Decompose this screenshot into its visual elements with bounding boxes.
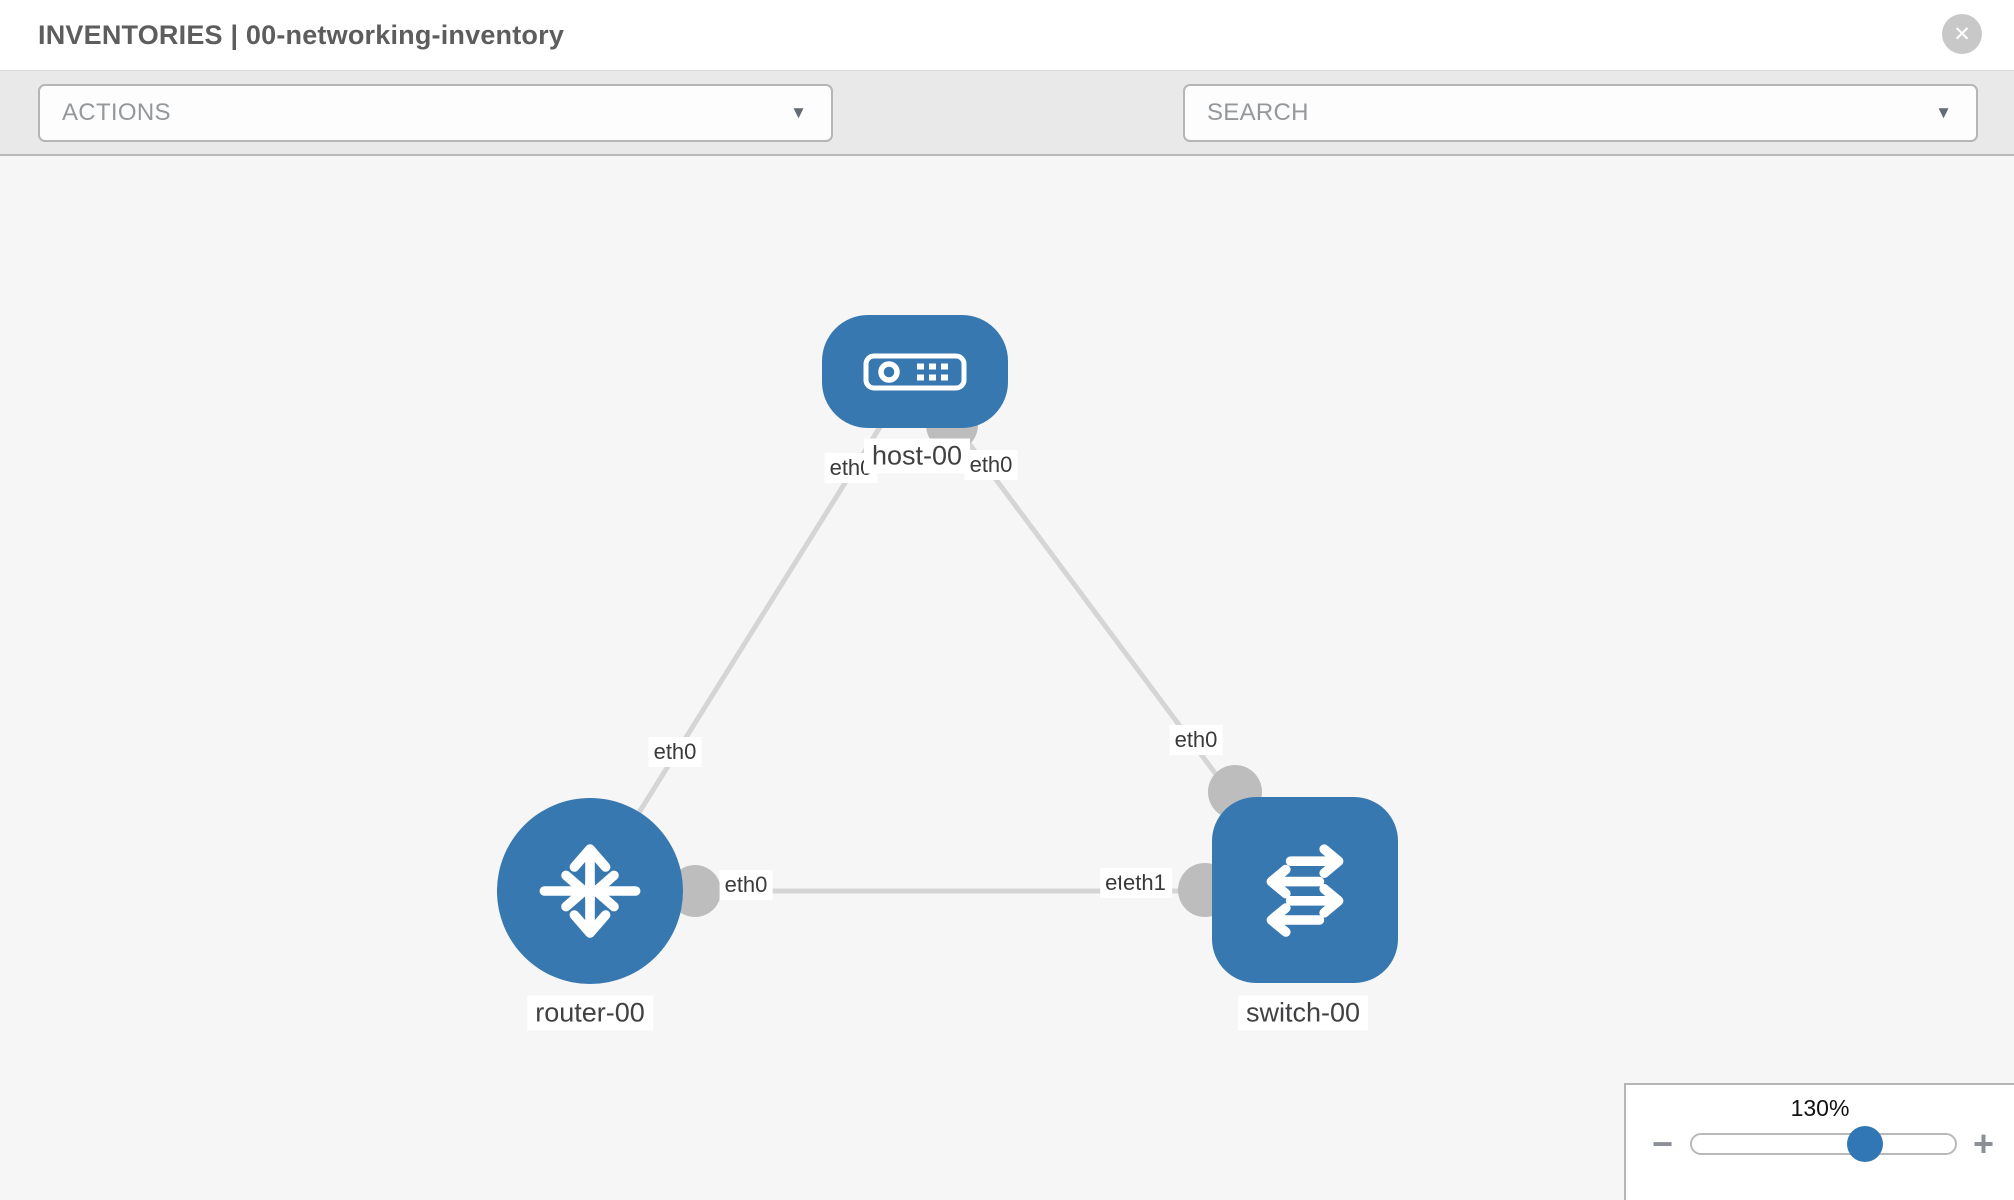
chevron-down-icon: ▼ [790, 103, 807, 122]
zoom-panel: 130% − + [1624, 1083, 2014, 1200]
search-dropdown-label: SEARCH [1207, 99, 1309, 126]
search-dropdown[interactable]: SEARCH ▼ [1183, 84, 1978, 142]
chevron-down-icon: ▼ [1935, 103, 1952, 122]
interface-label-host-switch-host-side: eth0 [964, 450, 1018, 480]
node-router-00[interactable] [497, 798, 683, 984]
topology-canvas[interactable]: eth0 eth0 eth0 eth0 eth0 eth0 eth1 host-… [0, 156, 2014, 1200]
interface-label-router-switch-router-side: eth0 [719, 870, 773, 900]
page-title: INVENTORIES | 00-networking-inventory [38, 19, 565, 50]
node-host-00[interactable] [822, 315, 1008, 428]
node-label-switch-00: switch-00 [1237, 995, 1369, 1031]
actions-dropdown[interactable]: ACTIONS ▼ [38, 84, 833, 142]
node-switch-00[interactable] [1212, 797, 1398, 983]
page-header: INVENTORIES | 00-networking-inventory ✕ [0, 0, 2014, 70]
interface-label-top: eth1 [1121, 868, 1172, 898]
node-label-host-00: host-00 [863, 438, 971, 474]
interface-label-host-router-router-side: eth0 [648, 737, 702, 767]
toolbar: ACTIONS ▼ SEARCH ▼ [0, 70, 2014, 204]
zoom-level-text: 130% [1790, 1095, 1850, 1121]
interface-label-host-switch-switch-side: eth0 [1169, 725, 1223, 755]
router-icon [539, 844, 641, 938]
zoom-in-button[interactable]: + [1973, 1123, 1995, 1164]
zoom-slider[interactable] [1690, 1126, 1957, 1162]
actions-dropdown-label: ACTIONS [62, 99, 171, 126]
close-icon: ✕ [1953, 22, 1971, 46]
topology-links-layer [587, 369, 1306, 917]
node-label-router-00: router-00 [527, 995, 653, 1031]
host-icon [863, 353, 967, 390]
zoom-slider-knob[interactable] [1847, 1126, 1883, 1162]
interface-label-router-switch-switch-side: eth0 eth1 [1100, 868, 1172, 898]
switch-icon [1266, 844, 1344, 937]
close-button[interactable]: ✕ [1942, 14, 1982, 54]
zoom-out-button[interactable]: − [1652, 1123, 1674, 1164]
